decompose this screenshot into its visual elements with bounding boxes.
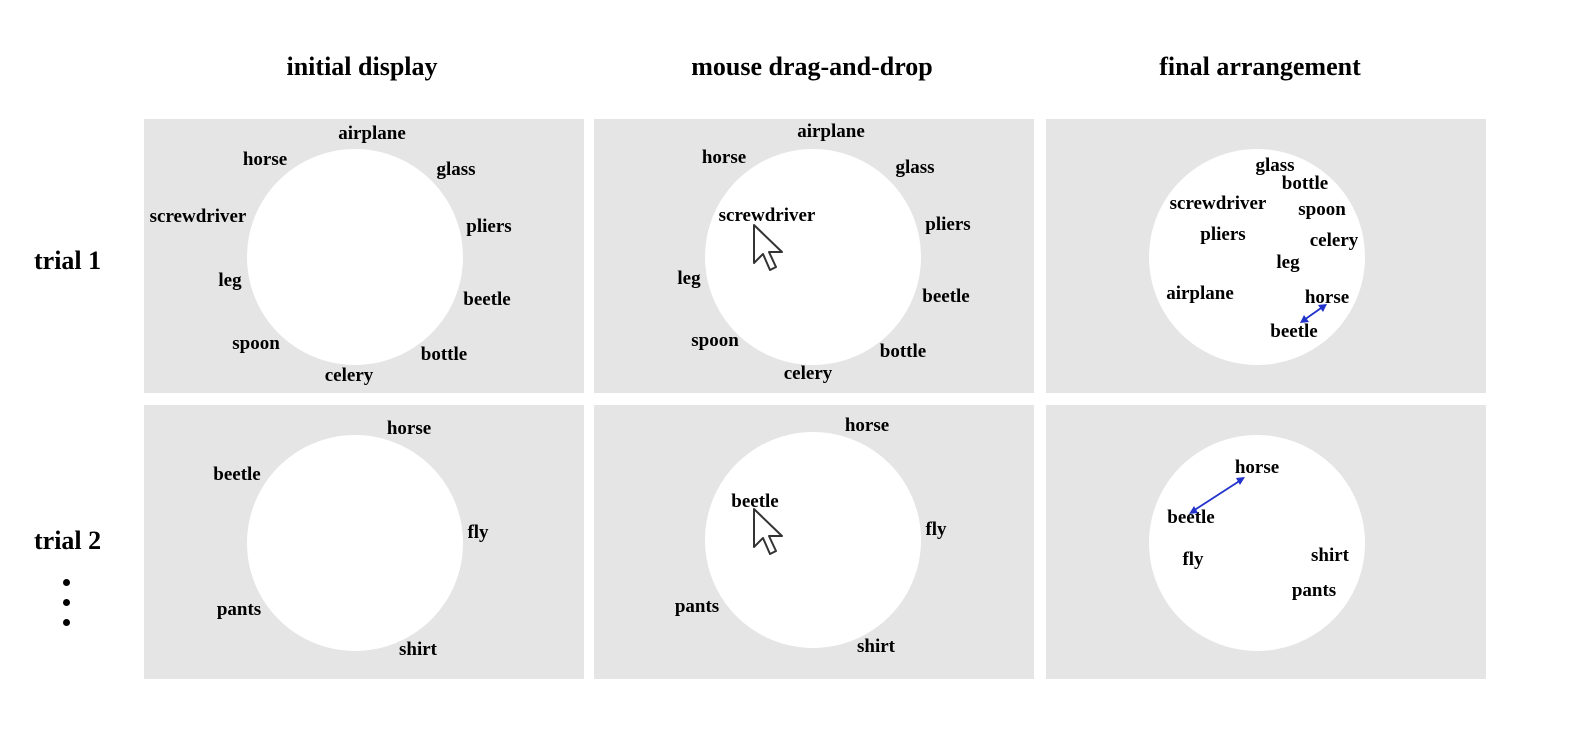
word-beetle[interactable]: beetle bbox=[463, 289, 511, 310]
word-beetle[interactable]: beetle bbox=[922, 286, 970, 307]
word-screwdriver[interactable]: screwdriver bbox=[718, 205, 816, 226]
word-beetle[interactable]: beetle bbox=[213, 464, 261, 485]
word-glass[interactable]: glass bbox=[895, 157, 935, 178]
word-horse[interactable]: horse bbox=[701, 147, 747, 168]
word-pliers[interactable]: pliers bbox=[466, 216, 512, 237]
continuation-dot bbox=[63, 599, 70, 606]
word-glass[interactable]: glass bbox=[1255, 155, 1295, 176]
continuation-dot bbox=[63, 619, 70, 626]
word-celery[interactable]: celery bbox=[1309, 230, 1359, 251]
trial1-initial-panel: airplane horse glass screwdriver pliers … bbox=[144, 119, 584, 393]
word-glass[interactable]: glass bbox=[436, 159, 476, 180]
word-shirt[interactable]: shirt bbox=[857, 636, 895, 657]
mouse-pointer-icon bbox=[753, 224, 783, 271]
trial2-drag-panel: horse beetle fly pants shirt bbox=[594, 405, 1034, 679]
word-pants[interactable]: pants bbox=[1291, 580, 1337, 601]
word-fly[interactable]: fly bbox=[925, 519, 947, 540]
word-fly[interactable]: fly bbox=[1182, 549, 1204, 570]
word-horse[interactable]: horse bbox=[386, 418, 432, 439]
word-leg[interactable]: leg bbox=[218, 270, 242, 291]
word-pliers[interactable]: pliers bbox=[925, 214, 971, 235]
word-bottle[interactable]: bottle bbox=[1281, 173, 1329, 194]
word-celery[interactable]: celery bbox=[324, 365, 374, 386]
trial2-initial-panel: horse beetle fly pants shirt bbox=[144, 405, 584, 679]
row-label-trial-1: trial 1 bbox=[34, 246, 102, 275]
word-beetle[interactable]: beetle bbox=[731, 491, 779, 512]
word-horse[interactable]: horse bbox=[1304, 287, 1350, 308]
header-final-arrangement: final arrangement bbox=[1159, 52, 1361, 81]
continuation-dot bbox=[63, 579, 70, 586]
trial1-drag-panel: airplane horse glass screwdriver pliers … bbox=[594, 119, 1034, 393]
word-spoon[interactable]: spoon bbox=[691, 330, 739, 351]
arena-circle bbox=[247, 149, 463, 365]
word-leg[interactable]: leg bbox=[1276, 252, 1300, 273]
word-leg[interactable]: leg bbox=[677, 268, 701, 289]
word-celery[interactable]: celery bbox=[783, 363, 833, 384]
trial1-final-panel: glass bottle screwdriver spoon pliers ce… bbox=[1046, 119, 1486, 393]
arena-circle bbox=[1149, 435, 1365, 651]
word-shirt[interactable]: shirt bbox=[1311, 545, 1349, 566]
arena-circle bbox=[705, 432, 921, 648]
word-horse[interactable]: horse bbox=[844, 415, 890, 436]
row-label-trial-2: trial 2 bbox=[34, 526, 102, 555]
word-screwdriver[interactable]: screwdriver bbox=[149, 206, 247, 227]
trial2-final-panel: horse beetle fly shirt pants bbox=[1046, 405, 1486, 679]
word-airplane[interactable]: airplane bbox=[338, 123, 406, 144]
header-initial-display: initial display bbox=[286, 52, 438, 81]
word-spoon[interactable]: spoon bbox=[1298, 199, 1346, 220]
word-spoon[interactable]: spoon bbox=[232, 333, 280, 354]
word-bottle[interactable]: bottle bbox=[879, 341, 927, 362]
word-horse[interactable]: horse bbox=[242, 149, 288, 170]
word-fly[interactable]: fly bbox=[467, 522, 489, 543]
mouse-pointer-icon bbox=[753, 508, 783, 555]
word-beetle[interactable]: beetle bbox=[1167, 507, 1215, 528]
word-shirt[interactable]: shirt bbox=[399, 639, 437, 660]
word-screwdriver[interactable]: screwdriver bbox=[1169, 193, 1267, 214]
word-pants[interactable]: pants bbox=[674, 596, 720, 617]
arena-circle bbox=[1149, 149, 1365, 365]
word-airplane[interactable]: airplane bbox=[1166, 283, 1234, 304]
word-horse[interactable]: horse bbox=[1234, 457, 1280, 478]
word-pliers[interactable]: pliers bbox=[1200, 224, 1246, 245]
header-mouse-drag-and-drop: mouse drag-and-drop bbox=[691, 52, 933, 81]
word-bottle[interactable]: bottle bbox=[420, 344, 468, 365]
word-beetle[interactable]: beetle bbox=[1270, 321, 1318, 342]
arena-circle bbox=[705, 149, 921, 365]
double-headed-arrow-icon bbox=[1300, 304, 1327, 323]
arena-circle bbox=[247, 435, 463, 651]
word-pants[interactable]: pants bbox=[216, 599, 262, 620]
double-headed-arrow-icon bbox=[1189, 477, 1245, 514]
word-airplane[interactable]: airplane bbox=[797, 121, 865, 142]
